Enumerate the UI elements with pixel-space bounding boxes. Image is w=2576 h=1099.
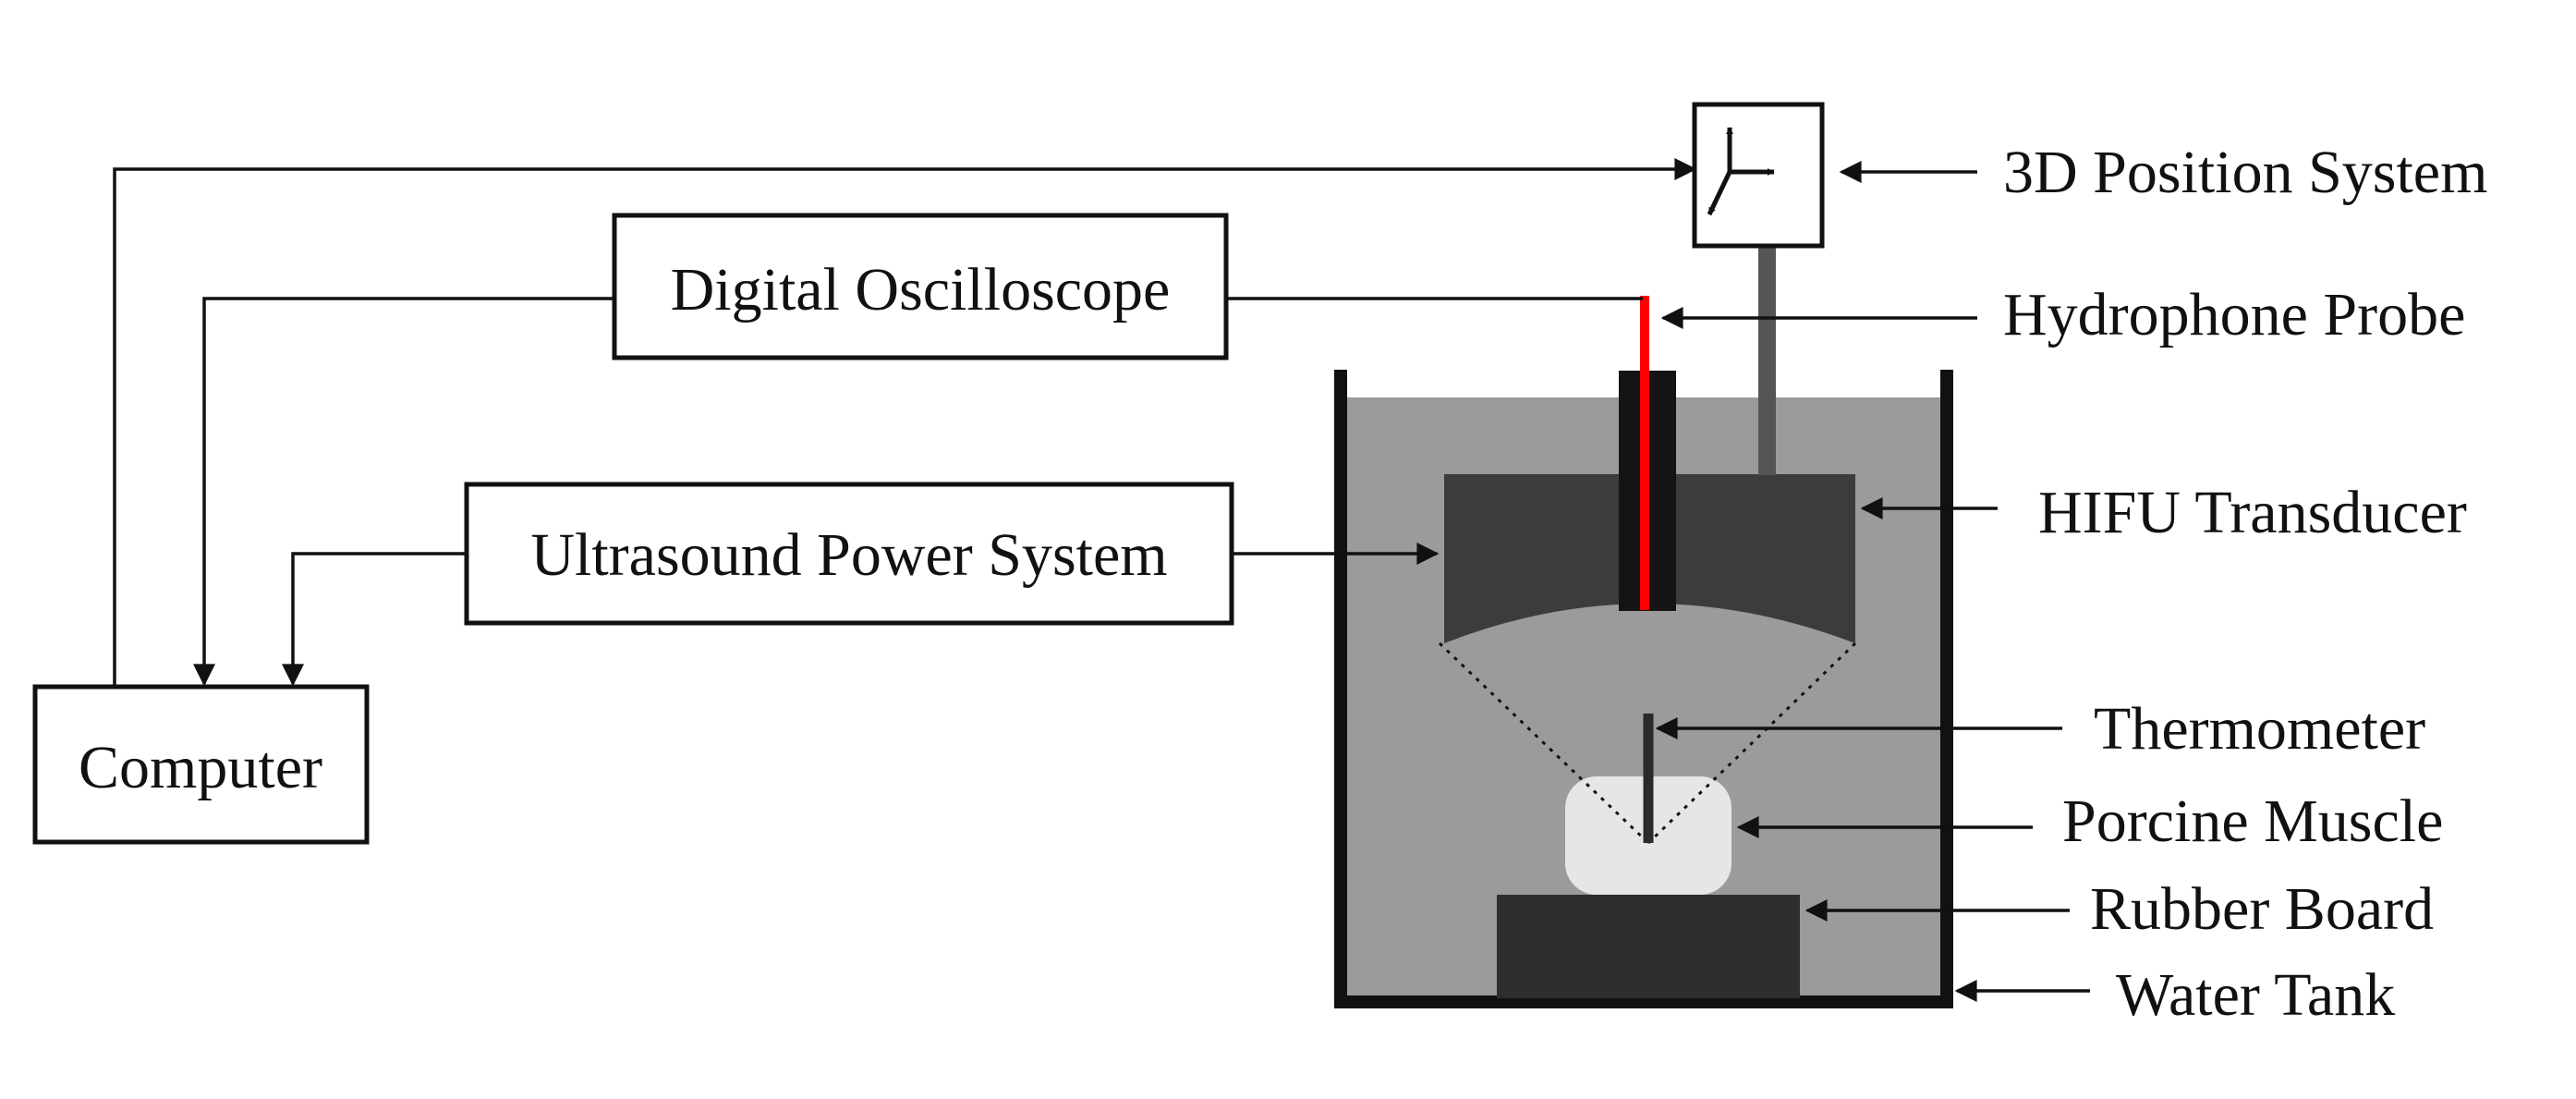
tank-walls — [1334, 370, 1953, 1008]
water-tank-label: Water Tank — [2116, 961, 2395, 1029]
rubber-board-label: Rubber Board — [2090, 875, 2434, 943]
callout-thermometer: Thermometer — [1655, 695, 2425, 763]
rubber-board — [1497, 895, 1800, 998]
hydrophone-label: Hydrophone Probe — [2003, 281, 2465, 348]
muscle-label: Porcine Muscle — [2062, 788, 2443, 855]
wire-power-to-computer — [282, 552, 467, 687]
power-system-box: Ultrasound Power System — [464, 482, 1234, 626]
position-system-box — [1692, 102, 1825, 249]
callout-hydrophone: Hydrophone Probe — [1660, 281, 2465, 348]
wire-oscilloscope-to-computer — [193, 297, 614, 687]
oscilloscope-box: Digital Oscilloscope — [612, 213, 1229, 360]
xyz-axes-icon — [1707, 127, 1775, 216]
callout-position-system: 3D Position System — [1839, 139, 2487, 206]
power-system-label: Ultrasound Power System — [530, 521, 1167, 589]
oscilloscope-label: Digital Oscilloscope — [671, 256, 1171, 324]
focus-beam — [1438, 641, 1857, 845]
callout-rubber-board: Rubber Board — [1804, 875, 2434, 943]
callout-transducer: HIFU Transducer — [1860, 479, 2467, 546]
computer-box: Computer — [32, 684, 370, 845]
callout-water-tank: Water Tank — [1954, 961, 2395, 1029]
thermometer-label: Thermometer — [2094, 695, 2425, 763]
wire-computer-to-position — [113, 158, 1697, 686]
computer-label: Computer — [79, 734, 322, 801]
position-arm — [1758, 246, 1776, 475]
callout-muscle: Porcine Muscle — [1736, 788, 2443, 855]
transducer-label: HIFU Transducer — [2038, 479, 2467, 546]
position-system-label: 3D Position System — [2003, 139, 2487, 206]
